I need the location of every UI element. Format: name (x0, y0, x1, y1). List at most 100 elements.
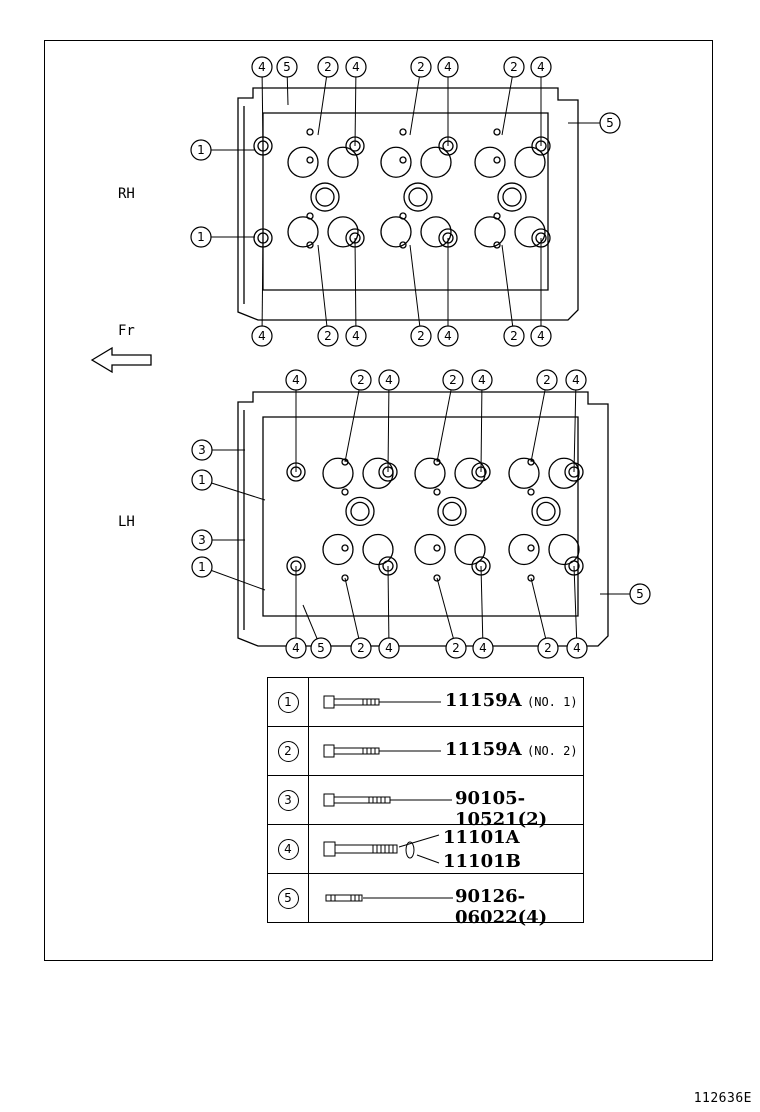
small-bolt (433, 458, 441, 466)
callout-circle (317, 325, 339, 347)
legend-part-number: 11101A (443, 827, 520, 848)
diagram-frame (44, 40, 713, 961)
spark-plug-hole (497, 182, 527, 212)
hex-bolt-icon (323, 695, 380, 709)
callout-circle (565, 369, 587, 391)
legend-note: (NO. 2) (527, 744, 578, 758)
legend-note: (NO. 1) (527, 695, 578, 709)
small-bolt (493, 128, 501, 136)
legend-callout: 5 (277, 888, 299, 909)
callout-circle (191, 439, 213, 461)
legend-row-4: 4 11101A 11101B (267, 824, 584, 874)
legend-row-3: 3 90105-10521(2) (267, 775, 584, 830)
callout-circle (437, 325, 459, 347)
valve-port (548, 533, 580, 566)
callout-number: 2 (544, 641, 552, 655)
lh-label: LH (118, 514, 135, 530)
legend-part-number: 11159A (445, 690, 522, 711)
callout-circle (442, 369, 464, 391)
callout-number: 2 (510, 329, 518, 343)
small-bolt (341, 544, 349, 552)
callout-number: 4 (444, 329, 452, 343)
valve-port (454, 457, 486, 489)
callout-number: 4 (292, 641, 300, 655)
valve-port (287, 216, 319, 248)
legend-row-5: 5 90126-06022(4) (267, 873, 584, 928)
small-bolt (306, 156, 314, 164)
cylinder-head-outline (237, 391, 609, 647)
callout-circle (566, 637, 588, 659)
valve-port (322, 533, 354, 566)
small-bolt (341, 574, 349, 582)
callout-number: 1 (197, 143, 205, 157)
valve-port (287, 146, 319, 178)
small-bolt (399, 156, 407, 164)
valve-port (322, 457, 354, 489)
legend-callout: 2 (277, 741, 299, 762)
callout-circle (530, 325, 552, 347)
legend-callout: 3 (277, 790, 299, 811)
small-bolt (527, 488, 535, 496)
valve-port (508, 533, 540, 566)
valve-port (508, 457, 540, 489)
legend-row-1: 1 11159A (NO. 1) (267, 677, 584, 727)
callout-number: 4 (537, 329, 545, 343)
valve-port (362, 533, 394, 566)
callout-circle (190, 226, 212, 248)
callout-circle (437, 56, 459, 78)
small-bolt (399, 241, 407, 249)
callout-number: 5 (283, 60, 291, 74)
callout-circle (503, 56, 525, 78)
callout-circle (599, 112, 621, 134)
callout-circle (472, 637, 494, 659)
callout-number: 4 (573, 641, 581, 655)
callout-number: 5 (317, 641, 325, 655)
small-bolt (399, 128, 407, 136)
valve-port (380, 216, 412, 248)
callout-number: 4 (352, 329, 360, 343)
callout-number: 4 (352, 60, 360, 74)
callout-circle (378, 369, 400, 391)
callout-circle (410, 325, 432, 347)
valve-port (420, 216, 452, 248)
valve-port (514, 146, 546, 178)
callout-number: 2 (357, 641, 365, 655)
callout-circle (503, 325, 525, 347)
callout-circle (345, 56, 367, 78)
legend-part-number: 90126-06022(4) (455, 886, 548, 928)
hex-bolt-icon (323, 744, 380, 758)
callout-number: 5 (606, 116, 614, 130)
callout-circle (251, 325, 273, 347)
legend-row-2: 2 11159A (NO. 2) (267, 726, 584, 776)
callout-circle (536, 369, 558, 391)
callout-circle (276, 56, 298, 78)
front-label: Fr (118, 323, 135, 339)
callout-number: 1 (198, 560, 206, 574)
callout-circle (191, 469, 213, 491)
valve-port (327, 146, 359, 178)
spark-plug-hole (403, 182, 433, 212)
valve-port (514, 216, 546, 248)
callout-circle (629, 583, 651, 605)
callout-number: 4 (572, 373, 580, 387)
callout-circle (537, 637, 559, 659)
valve-port (414, 533, 446, 566)
callout-circle (345, 325, 367, 347)
callout-circle (471, 369, 493, 391)
legend-part-number: 90105-10521(2) (455, 788, 548, 830)
small-bolt (433, 574, 441, 582)
callout-number: 4 (385, 641, 393, 655)
callout-number: 2 (324, 329, 332, 343)
callout-number: 2 (417, 329, 425, 343)
callout-circle (285, 369, 307, 391)
rh-label: RH (118, 186, 135, 202)
callout-number: 2 (449, 373, 457, 387)
cylinder-head-outline (237, 87, 579, 321)
small-bolt (306, 212, 314, 220)
callout-number: 4 (537, 60, 545, 74)
callout-number: 4 (258, 329, 266, 343)
callout-number: 2 (452, 641, 460, 655)
spark-plug-hole (345, 496, 375, 527)
callout-number: 3 (198, 533, 206, 547)
callout-circle (410, 56, 432, 78)
